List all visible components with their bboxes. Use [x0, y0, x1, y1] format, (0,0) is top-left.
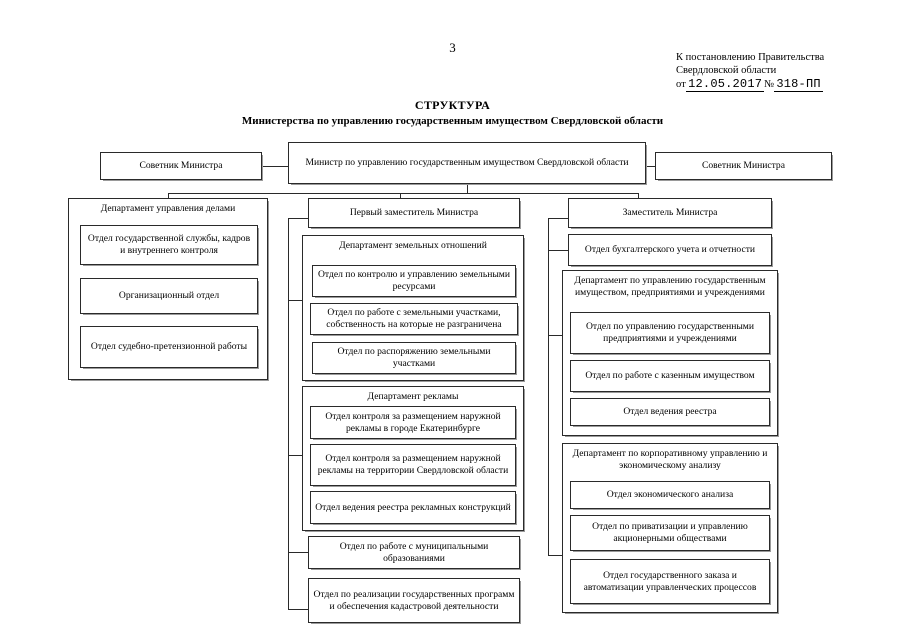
minister-label: Министр по управлению государственным им…: [305, 157, 629, 169]
advisor-left-label: Советник Министра: [139, 160, 223, 172]
connector-drop-right: [638, 193, 639, 202]
right-standalone-top[interactable]: Отдел бухгалтерского учета и отчетности: [568, 234, 772, 266]
decree-stamp: К постановлению Правительства Свердловск…: [676, 52, 886, 92]
connector-minister-left-advisor: [262, 166, 290, 167]
center-land-item-1-label: Отдел по работе с земельными участками, …: [326, 307, 502, 330]
stamp-line-1: К постановлению Правительства: [676, 52, 825, 63]
left-department-title: Департамент управления делами: [100, 203, 236, 214]
center-header-box[interactable]: Первый заместитель Министра: [308, 198, 520, 228]
document-title: СТРУКТУРА: [414, 98, 491, 112]
center-land-item-2[interactable]: Отдел по распоряжению земельными участка…: [312, 342, 516, 374]
center-ads-item-2-label: Отдел ведения реестра рекламных конструк…: [315, 501, 511, 513]
right-corp-item-1-label: Отдел по приватизации и управлению акцио…: [592, 521, 748, 544]
right-standalone-top-label: Отдел бухгалтерского учета и отчетности: [584, 244, 756, 256]
center-ads-item-0[interactable]: Отдел контроля за размещением наружной р…: [310, 406, 516, 439]
page-number: 3: [449, 40, 456, 55]
stamp-line-2: Свердловской области: [676, 64, 777, 76]
connector-center-to-muni: [288, 552, 308, 553]
center-land-item-0-label: Отдел по контролю и управлению земельным…: [317, 269, 510, 292]
center-land-item-1[interactable]: Отдел по работе с земельными участками, …: [310, 303, 518, 335]
connector-center-to-programs: [288, 609, 308, 610]
right-header-label: Заместитель Министра: [622, 207, 718, 219]
center-ads-department-title: Департамент рекламы: [367, 391, 459, 402]
right-property-item-0[interactable]: Отдел по управлению государственными пре…: [570, 312, 770, 354]
right-corp-item-1[interactable]: Отдел по приватизации и управлению акцио…: [570, 515, 770, 551]
left-item-0[interactable]: Отдел государственной службы, кадров и в…: [80, 225, 258, 265]
connector-center-spine: [288, 218, 289, 609]
center-standalone-1-label: Отдел по реализации государственных прог…: [313, 588, 515, 612]
center-standalone-0[interactable]: Отдел по работе с муниципальными образов…: [308, 536, 520, 569]
connector-center-to-header: [288, 218, 308, 219]
connector-center-to-land: [288, 300, 306, 301]
center-land-department-title: Департамент земельных отношений: [339, 240, 487, 251]
right-property-item-0-label: Отдел по управлению государственными пре…: [585, 321, 754, 344]
stamp-date-value: 12.05.2017: [686, 77, 765, 92]
center-ads-item-1[interactable]: Отдел контроля за размещением наружной р…: [310, 444, 516, 486]
right-property-item-1[interactable]: Отдел по работе с казенным имуществом: [570, 360, 770, 392]
stamp-number-label: №: [764, 79, 775, 90]
right-corp-item-2-label: Отдел государственного заказа и автомати…: [583, 569, 757, 593]
center-land-item-2-label: Отдел по распоряжению земельными участка…: [337, 346, 491, 369]
right-property-item-1-label: Отдел по работе с казенным имуществом: [585, 370, 755, 382]
center-standalone-1[interactable]: Отдел по реализации государственных прог…: [308, 578, 520, 623]
center-header-label: Первый заместитель Министра: [349, 207, 479, 219]
left-item-1[interactable]: Организационный отдел: [80, 278, 258, 314]
right-corp-item-0[interactable]: Отдел экономического анализа: [570, 481, 770, 509]
right-property-item-2-label: Отдел ведения реестра: [623, 406, 717, 418]
advisor-right-box[interactable]: Советник Министра: [655, 152, 832, 180]
advisor-left-box[interactable]: Советник Министра: [100, 152, 262, 180]
right-property-item-2[interactable]: Отдел ведения реестра: [570, 398, 770, 426]
connector-minister-trunk: [467, 181, 468, 193]
right-corp-department-title: Департамент по корпоративному управлению…: [572, 448, 768, 471]
center-standalone-0-label: Отдел по работе с муниципальными образов…: [339, 540, 489, 564]
connector-right-spine: [548, 218, 549, 555]
connector-right-to-corp: [548, 555, 566, 556]
left-item-2[interactable]: Отдел судебно-претензионной работы: [80, 326, 258, 368]
connector-right-to-property: [548, 335, 566, 336]
document-subtitle: Министерства по управлению государственн…: [241, 115, 664, 127]
connector-right-to-accounting: [548, 250, 568, 251]
left-item-0-label: Отдел государственной службы, кадров и в…: [87, 233, 251, 256]
right-property-department-title: Департамент по управлению государственны…: [574, 275, 766, 298]
advisor-right-label: Советник Министра: [701, 160, 785, 172]
left-item-2-label: Отдел судебно-претензионной работы: [90, 341, 248, 353]
minister-box[interactable]: Министр по управлению государственным им…: [288, 142, 646, 184]
center-ads-item-2[interactable]: Отдел ведения реестра рекламных конструк…: [310, 491, 516, 524]
connector-bus: [168, 193, 638, 194]
center-ads-item-0-label: Отдел контроля за размещением наружной р…: [325, 410, 501, 434]
right-header-box[interactable]: Заместитель Министра: [568, 198, 772, 228]
connector-right-to-header: [548, 218, 568, 219]
connector-drop-center: [400, 193, 401, 202]
left-item-1-label: Организационный отдел: [118, 290, 220, 302]
stamp-ot-label: от: [676, 79, 687, 90]
stamp-number-value: 318-ПП: [774, 77, 823, 92]
right-corp-item-0-label: Отдел экономического анализа: [606, 489, 734, 501]
right-corp-item-2[interactable]: Отдел государственного заказа и автомати…: [570, 559, 770, 604]
center-land-item-0[interactable]: Отдел по контролю и управлению земельным…: [312, 265, 516, 297]
connector-drop-left: [168, 193, 169, 202]
center-ads-item-1-label: Отдел контроля за размещением наружной р…: [317, 453, 509, 476]
connector-center-to-ads: [288, 455, 306, 456]
